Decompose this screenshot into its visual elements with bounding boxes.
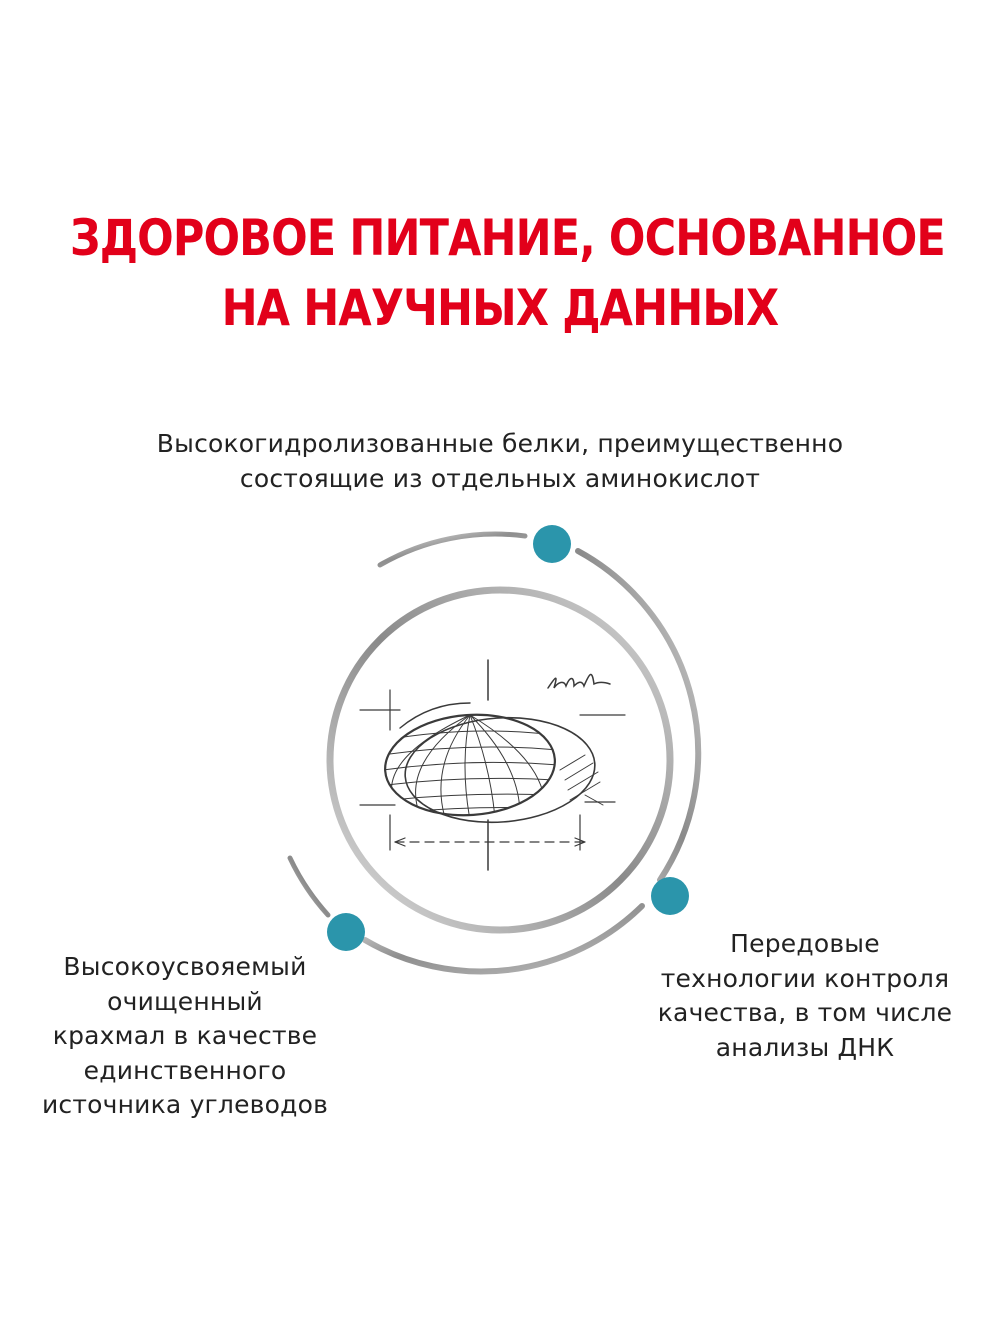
benefit-text-line: анализы ДНК: [715, 1032, 895, 1062]
bullet-dot-icon: [651, 877, 689, 915]
bullet-dot-icon: [533, 525, 571, 563]
outer-ring: [287, 531, 702, 975]
benefit-text-line: Высокоусвояемый: [63, 952, 307, 981]
benefit-text-line: источника углеводов: [41, 1090, 328, 1119]
benefit-text-line: состоящие из отдельных аминокислот: [239, 463, 761, 493]
page-title: ЗДОРОВОЕ ПИТАНИЕ, ОСНОВАННОЕ НА НАУЧНЫХ …: [70, 203, 946, 343]
benefit-text-line: качества, в том числе: [657, 998, 953, 1027]
title-line: НА НАУЧНЫХ ДАННЫХ: [221, 279, 780, 337]
benefit-text-line: единственного: [83, 1055, 287, 1085]
bullet-dot-icon: [327, 913, 365, 951]
benefit-text-line: Передовые: [730, 929, 880, 958]
benefit-protein: Высокогидролизованные белки, преимуществ…: [100, 427, 900, 496]
title-line: ЗДОРОВОЕ ПИТАНИЕ, ОСНОВАННОЕ: [70, 209, 946, 267]
benefit-text-line: очищенный: [107, 986, 263, 1016]
benefit-starch: Высокоусвояемый очищенный крахмал в каче…: [10, 950, 360, 1123]
benefit-text-line: Высокогидролизованные белки, преимуществ…: [156, 429, 844, 458]
benefit-text-line: крахмал в качестве: [52, 1021, 318, 1050]
benefit-text-line: технологии контроля: [660, 963, 950, 993]
benefit-quality-control: Передовые технологии контроля качества, …: [640, 927, 970, 1065]
inner-ring: [326, 586, 674, 934]
kibble-sketch-icon: [359, 659, 626, 871]
